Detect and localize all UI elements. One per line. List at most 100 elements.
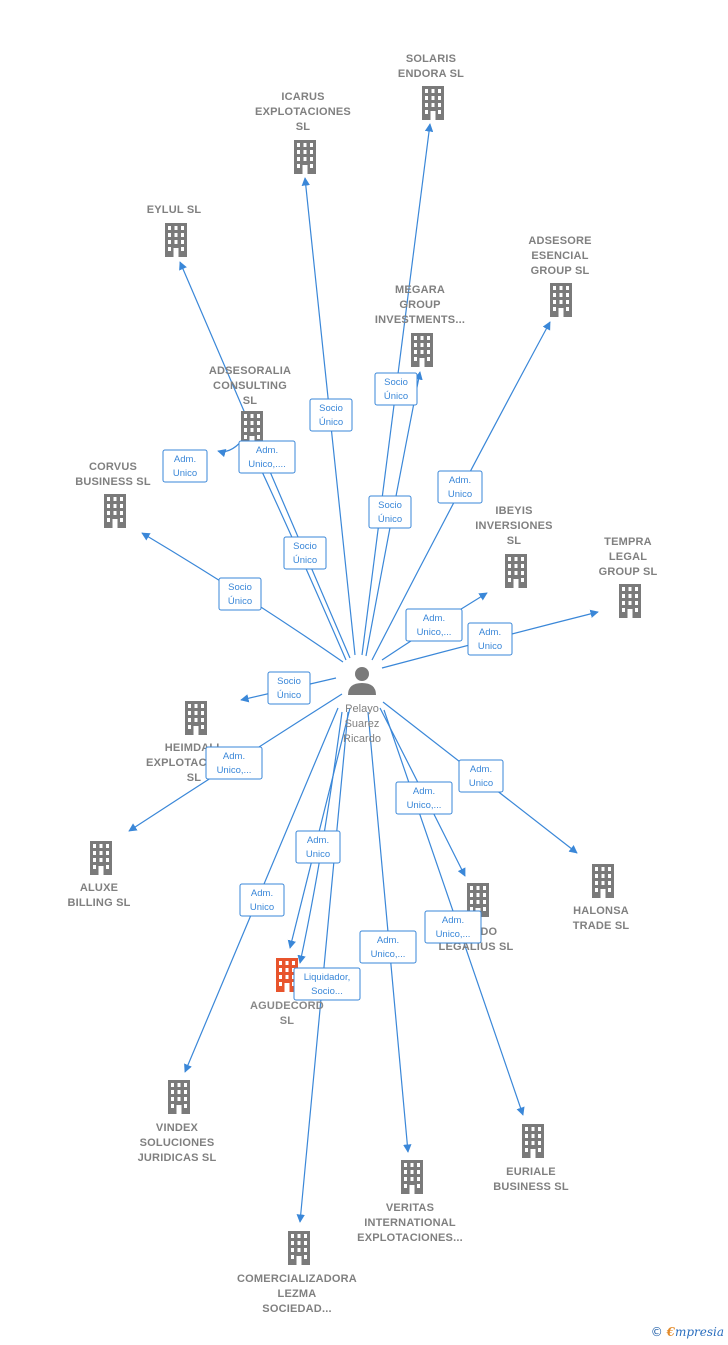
edge-label-text: Unico bbox=[250, 902, 274, 913]
company-name-line: ESENCIAL bbox=[531, 250, 588, 262]
edge-label-text: Único bbox=[228, 596, 252, 607]
building-icon bbox=[104, 494, 126, 528]
company-name-line: TRADE SL bbox=[573, 920, 630, 932]
company-name-line: TEMPRA bbox=[604, 536, 652, 548]
edge-label-text: Unico bbox=[469, 778, 493, 789]
edge-label-agudecord[interactable]: Adm.Unico bbox=[295, 830, 341, 864]
company-name-line: HALONSA bbox=[573, 905, 629, 917]
company-name-line: MEGARA bbox=[395, 284, 445, 296]
company-node-halonsa[interactable]: HALONSA TRADE SL bbox=[573, 864, 630, 932]
company-node-lezma[interactable]: COMERCIALIZADORALEZMASOCIEDAD... bbox=[237, 1231, 357, 1315]
company-name-line: IBEYIS bbox=[495, 505, 532, 517]
edge-label-text: Adm. bbox=[251, 888, 273, 899]
edge-label-box bbox=[374, 372, 418, 406]
edge-lezma bbox=[296, 711, 349, 1223]
edge-label-text: Socio bbox=[378, 500, 402, 511]
edge-label-box bbox=[293, 967, 361, 1001]
building-icon bbox=[241, 411, 263, 445]
building-icon bbox=[550, 283, 572, 317]
edge-label-box bbox=[218, 577, 262, 611]
company-name-line: ADSESORE bbox=[528, 235, 591, 247]
edge-label-text: Único bbox=[293, 555, 317, 566]
company-node-aluxe[interactable]: ALUXE BILLING SL bbox=[67, 841, 130, 909]
edge-label-text: Único bbox=[277, 690, 301, 701]
edge-label-text: Socio bbox=[228, 582, 252, 593]
company-name-line: EXPLOTACIONES... bbox=[357, 1232, 463, 1244]
edge-label-box bbox=[395, 781, 453, 815]
company-name-line: CONSULTING bbox=[213, 380, 287, 392]
edge-label-euriale[interactable]: Adm. Unico,... bbox=[424, 910, 482, 944]
company-name-line: BILLING SL bbox=[67, 897, 130, 909]
edge-label-text: Unico bbox=[478, 641, 502, 652]
edge-label-adsesoralia[interactable]: Adm.Unico,.... bbox=[238, 440, 296, 474]
edge-label-box bbox=[309, 398, 353, 432]
edge-label-text: Socio... bbox=[311, 986, 343, 997]
company-name-line: GROUP SL bbox=[599, 566, 658, 578]
edge-label-text: Adm. bbox=[442, 915, 464, 926]
edge-label-agudecord[interactable]: Liquidador,Socio... bbox=[293, 967, 361, 1001]
empresia-logo-initial: € bbox=[666, 1325, 675, 1339]
person-icon bbox=[348, 667, 376, 695]
company-name-line: VERITAS bbox=[386, 1202, 434, 1214]
person-name-line: Pelayo bbox=[345, 703, 379, 715]
company-node-adsesore[interactable]: ADSESORE ESENCIAL GROUP SL bbox=[528, 235, 591, 317]
building-icon bbox=[165, 223, 187, 257]
empresia-logo-text: mpresia bbox=[674, 1325, 724, 1339]
edge-label-aluxe[interactable]: Adm.Unico,... bbox=[205, 746, 263, 780]
edge-label-veritas[interactable]: Adm.Unico,... bbox=[359, 930, 417, 964]
building-icon bbox=[90, 841, 112, 875]
company-name-line: ADSESORALIA bbox=[209, 365, 291, 377]
edge-label-box bbox=[238, 440, 296, 474]
edge-label-box bbox=[359, 930, 417, 964]
edge-label-box bbox=[267, 671, 311, 705]
edge-label-text: Unico bbox=[306, 849, 330, 860]
company-name-line: EXPLOTACIONES bbox=[255, 106, 351, 118]
edge-label-vindex[interactable]: Adm. Unico bbox=[239, 883, 285, 917]
company-name-line: ENDORA SL bbox=[398, 68, 464, 80]
company-name-line: COMERCIALIZADORA bbox=[237, 1273, 357, 1285]
edge-label-adsesore[interactable]: Adm.Unico bbox=[437, 470, 483, 504]
company-name-line: BUSINESS SL bbox=[493, 1181, 569, 1193]
company-node-tempra[interactable]: TEMPRA LEGAL GROUP SL bbox=[599, 536, 658, 618]
company-node-veritas[interactable]: VERITASINTERNATIONALEXPLOTACIONES... bbox=[357, 1160, 463, 1244]
company-name-line: BUSINESS SL bbox=[75, 476, 151, 488]
company-name-line: SOCIEDAD... bbox=[262, 1303, 331, 1315]
company-node-megara[interactable]: MEGARAGROUPINVESTMENTS... bbox=[375, 284, 465, 367]
edge-label-ibeyis[interactable]: Adm.Unico,... bbox=[405, 608, 463, 642]
edge-label-corvus[interactable]: Adm.Unico bbox=[162, 449, 208, 483]
edge-label-text: Unico,... bbox=[436, 929, 471, 940]
edge-label-halonsa[interactable]: Adm.Unico bbox=[458, 759, 504, 793]
company-name-line: LEGAL bbox=[609, 551, 647, 563]
edge-label-box bbox=[283, 536, 327, 570]
edge-label-box bbox=[458, 759, 504, 793]
edge-label-text: Unico bbox=[448, 489, 472, 500]
company-name-line: ALUXE bbox=[80, 882, 118, 894]
company-name-line: ICARUS bbox=[281, 91, 324, 103]
edge-label-legalius[interactable]: Adm.Unico,... bbox=[395, 781, 453, 815]
company-name-line: GROUP SL bbox=[531, 265, 590, 277]
building-icon bbox=[294, 140, 316, 174]
edge-label-box bbox=[205, 746, 263, 780]
edge-label-text: Unico,... bbox=[417, 627, 452, 638]
edge-label-text: Adm. bbox=[223, 751, 245, 762]
edge-label-tempra[interactable]: Adm.Unico bbox=[467, 622, 513, 656]
company-node-eylul[interactable]: EYLUL SL bbox=[147, 204, 202, 257]
edge-label-text: Socio bbox=[319, 403, 343, 414]
building-icon bbox=[185, 701, 207, 735]
edge-label-text: Único bbox=[378, 514, 402, 525]
